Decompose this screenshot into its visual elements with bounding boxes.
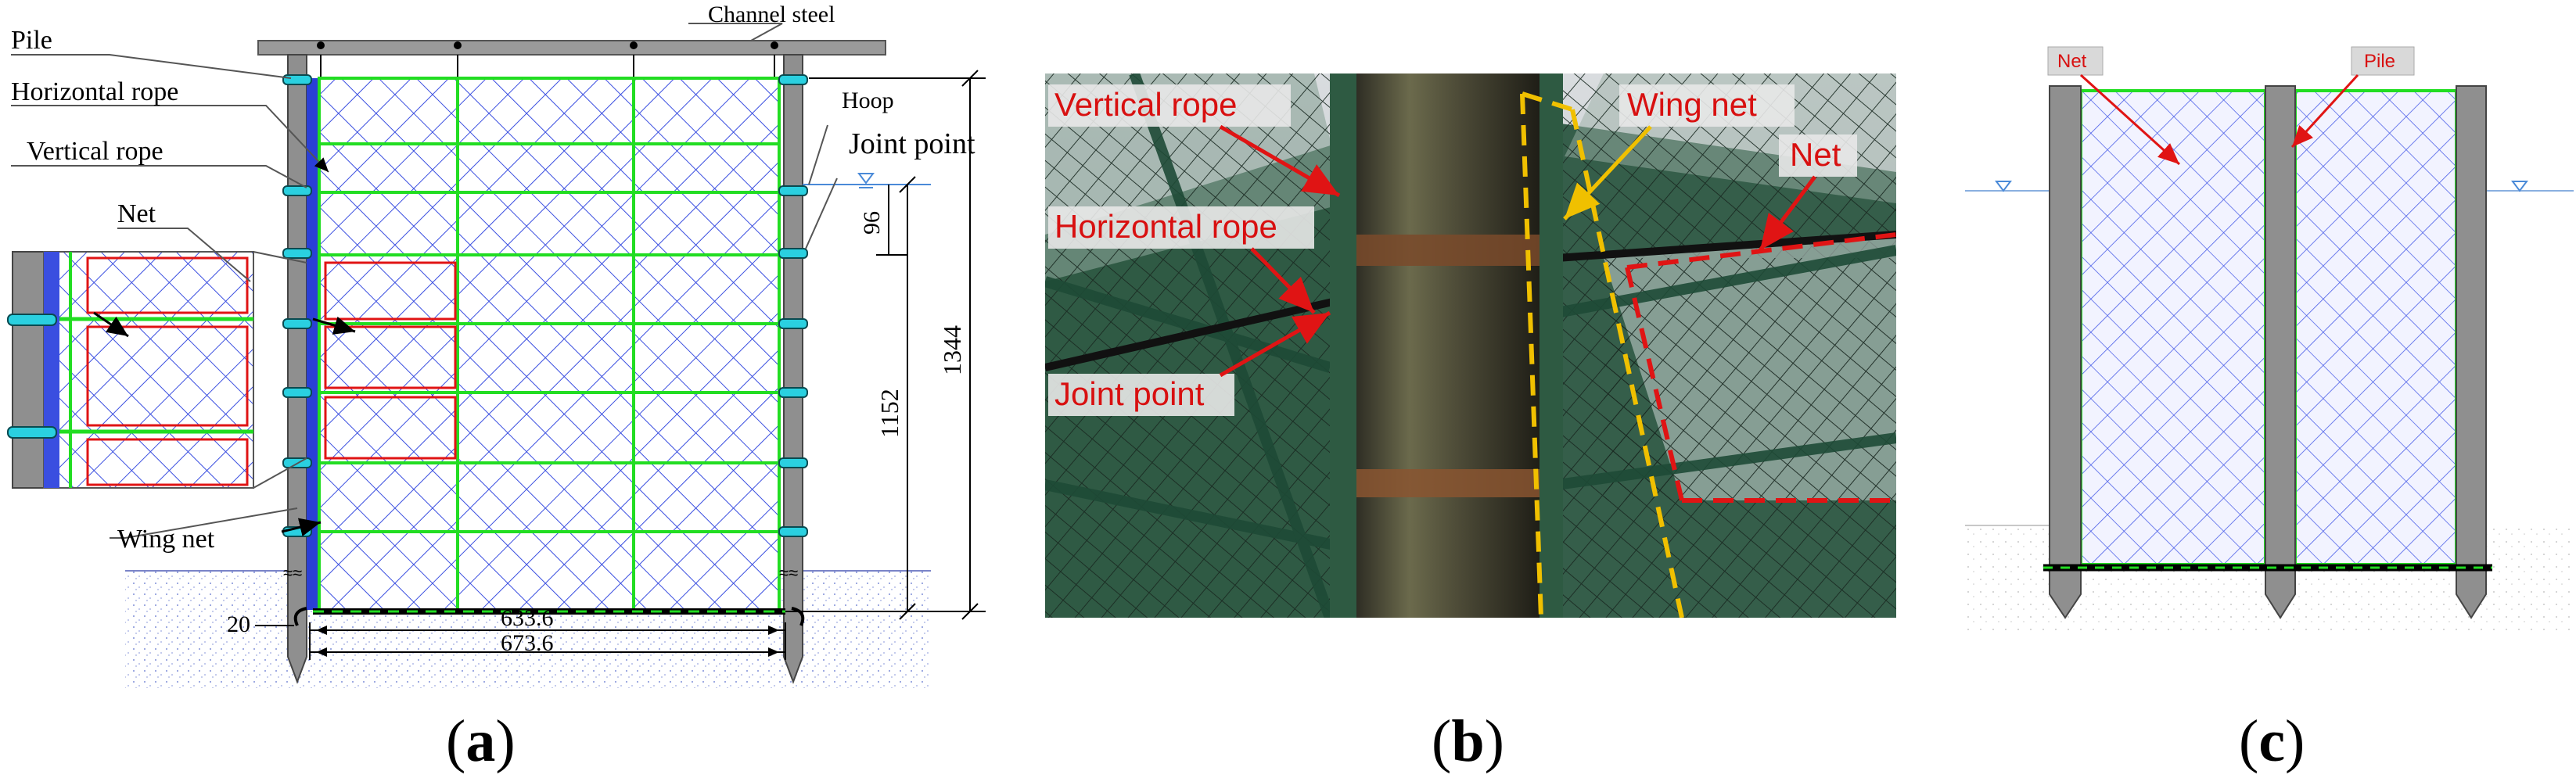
- c-pile-middle: [2265, 85, 2296, 619]
- dim-20: 20: [227, 611, 250, 637]
- channel-steel: [257, 40, 886, 56]
- main-net: [319, 78, 779, 610]
- c-pile-left: [2049, 85, 2082, 619]
- pile-right: [783, 54, 803, 684]
- label-hoop: Hoop: [842, 88, 894, 113]
- c-label-pile: Pile: [2364, 51, 2395, 72]
- pile-pipe: [1353, 73, 1541, 618]
- svg-text:≈≈: ≈≈: [283, 563, 302, 583]
- label-horizontal-rope: Horizontal rope: [11, 77, 178, 106]
- b-label-wing-net: Wing net: [1627, 86, 1757, 123]
- label-channel-steel: Channel steel: [708, 2, 835, 27]
- label-net: Net: [117, 199, 156, 228]
- b-label-joint-point: Joint point: [1054, 375, 1205, 412]
- svg-text:≈≈: ≈≈: [779, 563, 798, 583]
- caption-a: (a): [446, 708, 516, 774]
- dim-1344: 1344: [938, 325, 966, 375]
- pile-left: [287, 54, 307, 684]
- label-vertical-rope: Vertical rope: [27, 137, 163, 166]
- caption-b: (b): [1432, 708, 1504, 774]
- label-pile: Pile: [11, 26, 52, 55]
- label-joint-point: Joint point: [849, 127, 975, 160]
- dim-1152: 1152: [875, 389, 904, 438]
- caption-c: (c): [2239, 708, 2305, 774]
- dim-633: 633.6: [501, 605, 554, 631]
- b-label-horizontal-rope: Horizontal rope: [1054, 208, 1277, 245]
- wing-net-strip: [307, 78, 319, 610]
- inset-detail: [7, 251, 307, 489]
- panel-a: ≈≈ ≈≈ 96 1152: [7, 2, 986, 688]
- b-label-net: Net: [1790, 136, 1841, 173]
- bottom-chain: [293, 607, 805, 626]
- b-label-vertical-rope: Vertical rope: [1054, 86, 1237, 123]
- c-label-net: Net: [2057, 51, 2087, 72]
- dim-673: 673.6: [501, 630, 554, 656]
- label-wing-net: Wing net: [117, 525, 215, 554]
- panel-c: Net Pile: [1960, 8, 2575, 633]
- panel-b-photo: Vertical rope Horizontal rope Joint poin…: [1045, 73, 1896, 618]
- c-net-left: [2079, 89, 2267, 566]
- c-net-right: [2294, 89, 2458, 566]
- dim-96: 96: [859, 211, 885, 235]
- c-pile-right: [2456, 85, 2487, 619]
